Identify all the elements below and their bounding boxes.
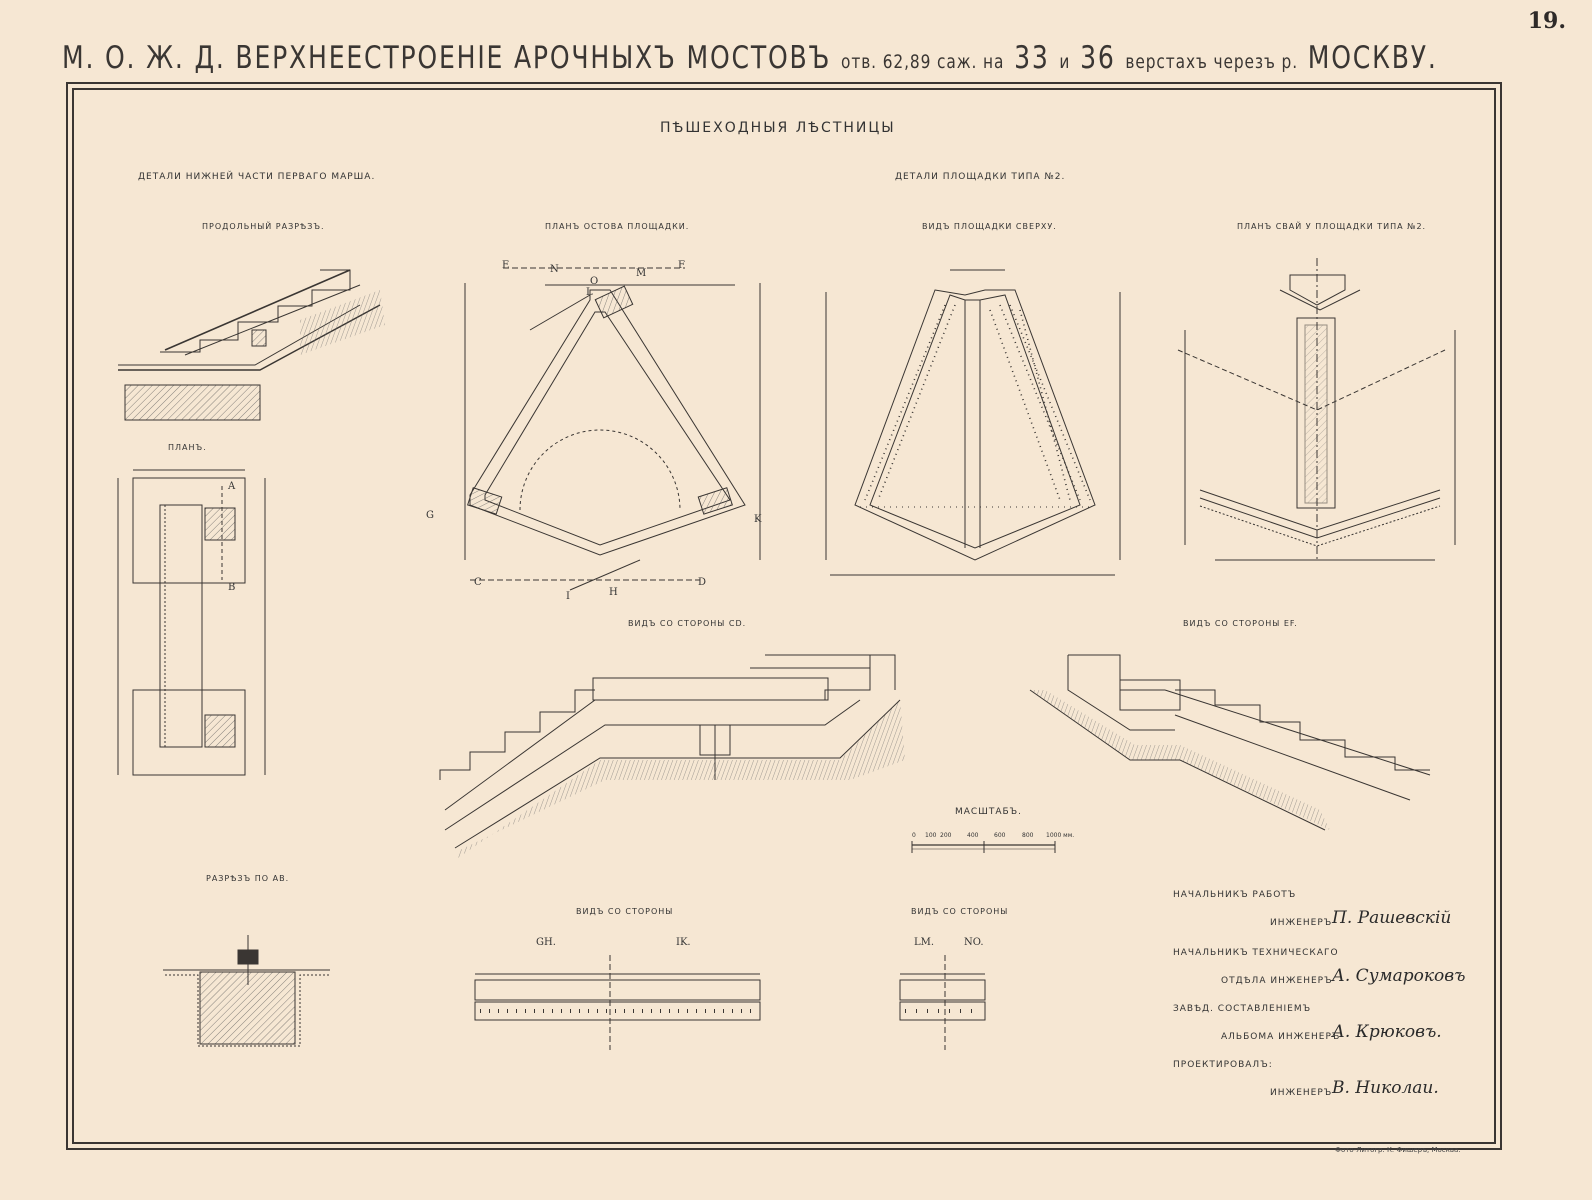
heading-lower-march: ДЕТАЛИ НИЖНЕЙ ЧАСТИ ПЕРВАГО МАРША. bbox=[138, 172, 376, 182]
scale-tick-800: 800 bbox=[1022, 832, 1034, 839]
point-d: D bbox=[698, 577, 707, 588]
point-a: A bbox=[228, 481, 236, 492]
point-e: E bbox=[502, 260, 510, 271]
title-small-1: отв. 62,89 саж. на bbox=[841, 51, 1005, 73]
sig-role-1: НАЧАЛЬНИКЪ РАБОТЪ bbox=[1173, 890, 1297, 900]
title-small-2: и bbox=[1059, 51, 1071, 73]
label-lm: LM. bbox=[914, 937, 935, 948]
point-b: B bbox=[228, 582, 236, 593]
sig-role-3: ЗАВѢД. СОСТАВЛЕНІЕМЪ bbox=[1173, 1004, 1312, 1014]
album-title: М. О. Ж. Д. ВЕРХНЕЕСТРОЕНІЕ АРОЧНЫХЪ МОС… bbox=[62, 40, 1436, 86]
point-l: L bbox=[586, 287, 593, 298]
scale-tick-0: 0 bbox=[912, 832, 916, 839]
label-view-cd: ВИДЪ СО СТОРОНЫ CD. bbox=[628, 619, 747, 628]
label-section-ab: РАЗРѢЗЪ ПО АВ. bbox=[206, 874, 290, 883]
label-view-side-2: ВИДЪ СО СТОРОНЫ bbox=[911, 907, 1009, 916]
sig-title-2: ОТДѢЛА ИНЖЕНЕРЪ bbox=[1221, 976, 1333, 986]
label-ik: IK. bbox=[676, 937, 691, 948]
label-longitudinal-section: ПРОДОЛЬНЫЙ РАЗРѢЗЪ. bbox=[202, 222, 325, 231]
point-n: N bbox=[550, 264, 559, 275]
drawing-frame bbox=[72, 88, 1496, 1144]
point-i: I bbox=[566, 591, 570, 602]
heading-platform-type2: ДЕТАЛИ ПЛОЩАДКИ ТИПА №2. bbox=[895, 172, 1066, 182]
label-no: NO. bbox=[964, 937, 984, 948]
sig-name-2: А. Сумароковъ bbox=[1332, 966, 1466, 986]
scale-tick-200: 200 bbox=[940, 832, 952, 839]
sheet-title: ПѢШЕХОДНЫЯ ЛѢСТНИЦЫ bbox=[660, 120, 896, 136]
scale-tick-1000: 1000 мм. bbox=[1046, 832, 1075, 839]
title-river: МОСКВУ. bbox=[1307, 40, 1438, 76]
sig-role-2: НАЧАЛЬНИКЪ ТЕХНИЧЕСКАГО bbox=[1173, 948, 1339, 958]
point-g: G bbox=[426, 510, 434, 521]
label-scale: МАСШТАБЪ. bbox=[955, 807, 1023, 817]
point-o: O bbox=[590, 276, 599, 287]
point-c: C bbox=[474, 577, 482, 588]
point-m: M bbox=[636, 268, 647, 279]
point-h: H bbox=[609, 587, 618, 598]
label-gh: GH. bbox=[536, 937, 556, 948]
title-small-3: верстахъ черезъ р. bbox=[1125, 51, 1299, 73]
title-main: М. О. Ж. Д. ВЕРХНЕЕСТРОЕНІЕ АРОЧНЫХЪ МОС… bbox=[62, 40, 832, 76]
sig-role-4: ПРОЕКТИРОВАЛЪ: bbox=[1173, 1060, 1273, 1070]
label-top-view: ВИДЪ ПЛОЩАДКИ СВЕРХУ. bbox=[922, 222, 1057, 231]
label-plan: ПЛАНЪ. bbox=[168, 443, 207, 452]
sheet-number: 19. bbox=[1527, 8, 1566, 34]
scale-tick-600: 600 bbox=[994, 832, 1006, 839]
sig-title-3: АЛЬБОМА ИНЖЕНЕРЪ bbox=[1221, 1032, 1341, 1042]
scale-tick-100: 100 bbox=[925, 832, 937, 839]
title-num-2: 36 bbox=[1080, 40, 1116, 76]
point-k: K bbox=[754, 514, 762, 525]
point-f: F bbox=[678, 260, 685, 271]
scale-tick-400: 400 bbox=[967, 832, 979, 839]
sig-title-4: ИНЖЕНЕРЪ bbox=[1270, 1088, 1333, 1098]
sig-title-1: ИНЖЕНЕРЪ bbox=[1270, 918, 1333, 928]
title-num-1: 33 bbox=[1014, 40, 1050, 76]
label-piles-plan: ПЛАНЪ СВАЙ У ПЛОЩАДКИ ТИПА №2. bbox=[1237, 222, 1427, 231]
label-view-side-1: ВИДЪ СО СТОРОНЫ bbox=[576, 907, 674, 916]
label-frame-plan: ПЛАНЪ ОСТОВА ПЛОЩАДКИ. bbox=[545, 222, 690, 231]
label-view-ef: ВИДЪ СО СТОРОНЫ EF. bbox=[1183, 619, 1298, 628]
sig-name-1: П. Рашевскій bbox=[1332, 908, 1452, 928]
printer-imprint: Фото-Литогр. К. Фишеръ, Москва. bbox=[1335, 1146, 1461, 1154]
sig-name-4: В. Николаи. bbox=[1332, 1078, 1439, 1098]
sig-name-3: А. Крюковъ. bbox=[1332, 1022, 1442, 1042]
